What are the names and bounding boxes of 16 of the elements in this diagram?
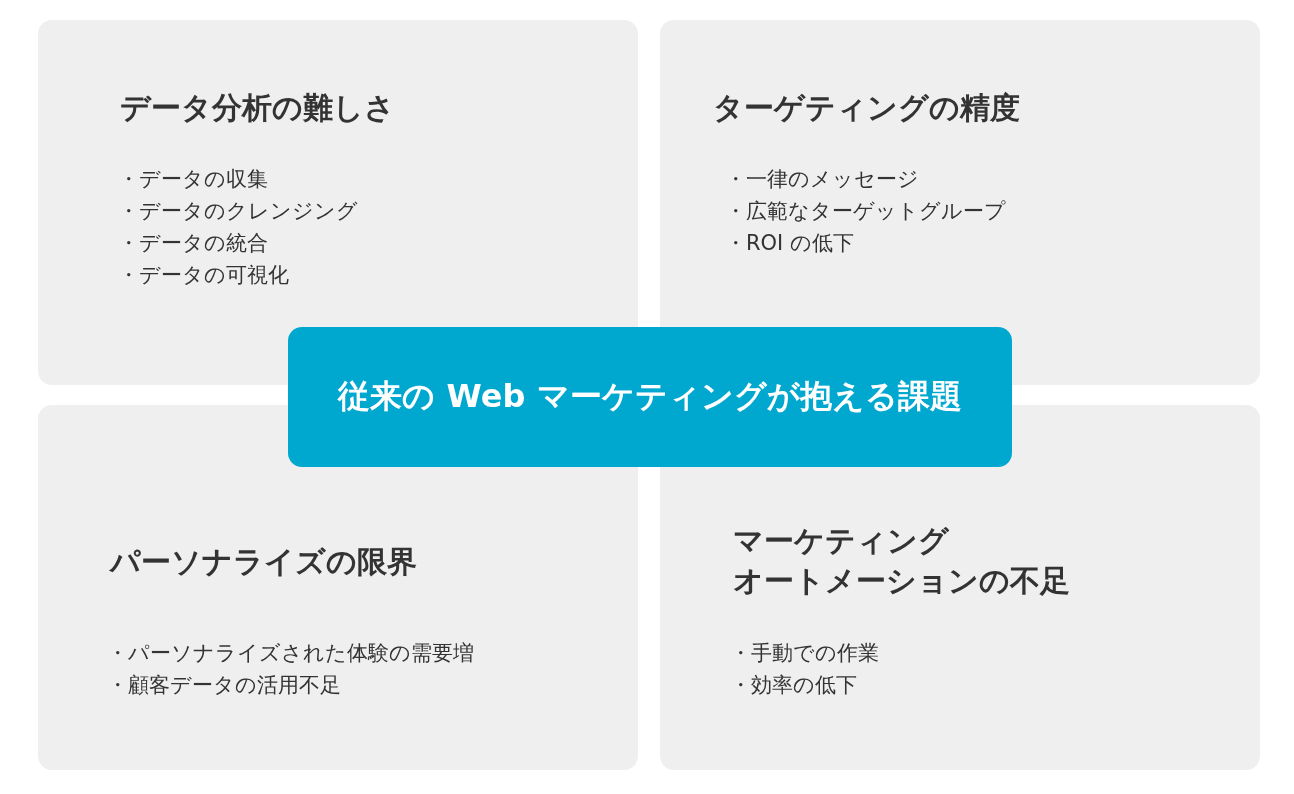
card-heading: マーケティングオートメーションの不足 (733, 522, 1070, 600)
bullet-item: ・ROI の低下 (725, 230, 854, 257)
bullet-item: ・データのクレンジング (118, 198, 358, 225)
card-heading: パーソナライズの限界 (110, 543, 417, 581)
bullet-item: ・効率の低下 (730, 672, 857, 699)
topic-banner: 従来の Web マーケティングが抱える課題 (288, 327, 1012, 467)
card-heading: ターゲティングの精度 (713, 89, 1020, 127)
bullet-item: ・広範なターゲットグループ (725, 198, 1006, 225)
bullet-item: ・データの可視化 (118, 262, 289, 289)
bullet-item: ・手動での作業 (730, 640, 879, 667)
card-heading: データ分析の難しさ (120, 89, 395, 127)
bullet-item: ・一律のメッセージ (725, 166, 919, 193)
bullet-item: ・データの統合 (118, 230, 268, 257)
bullet-item: ・顧客データの活用不足 (107, 672, 341, 699)
bullet-item: ・パーソナライズされた体験の需要増 (107, 640, 474, 667)
bullet-item: ・データの収集 (118, 166, 268, 193)
